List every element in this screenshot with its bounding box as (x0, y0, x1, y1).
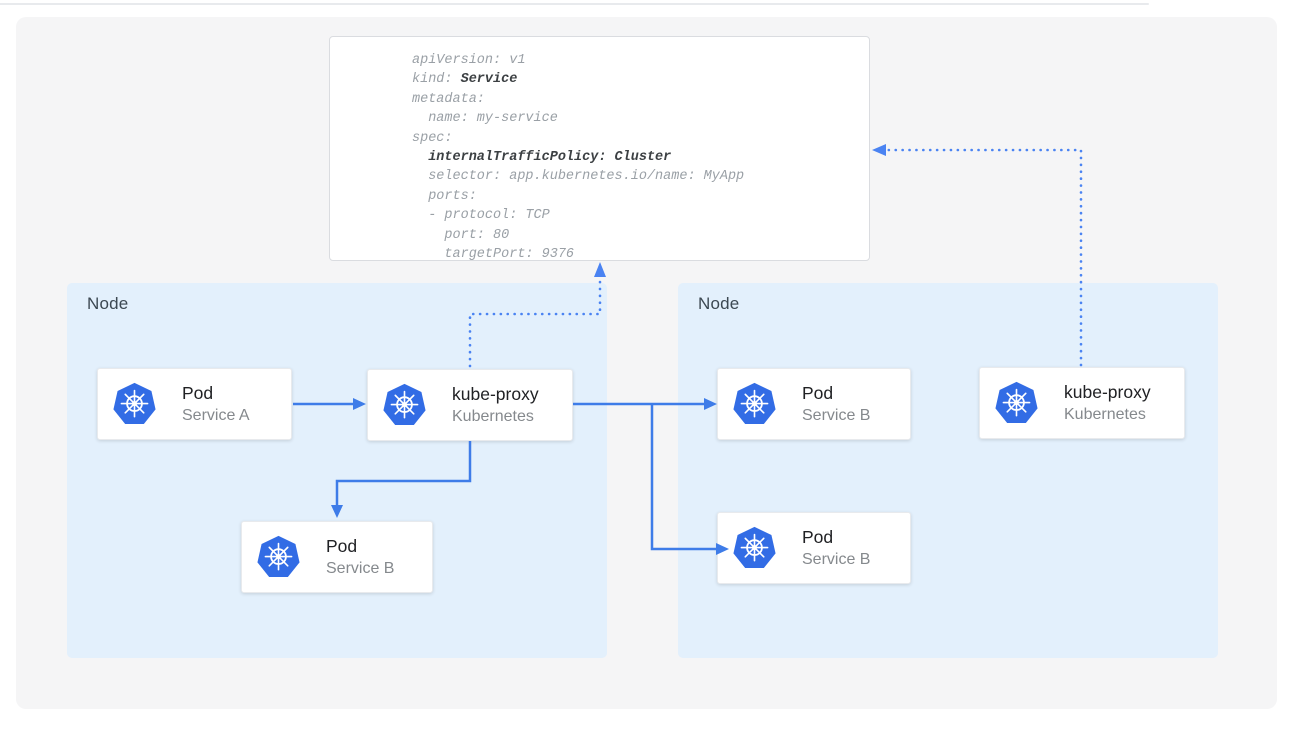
node-right-label: Node (698, 294, 740, 313)
kube-proxy-right-card: kube-proxy Kubernetes (979, 367, 1185, 439)
kubernetes-icon (732, 526, 777, 571)
entity-title: Pod (802, 527, 834, 547)
entity-title: Pod (802, 383, 834, 403)
pod-service-a-card: Pod Service A (97, 368, 292, 440)
entity-subtitle: Kubernetes (1064, 406, 1146, 423)
kube-proxy-left-card: kube-proxy Kubernetes (367, 369, 573, 441)
kubernetes-icon (732, 382, 777, 427)
kubernetes-icon (994, 381, 1039, 426)
yaml-line: targetPort: 9376 (412, 247, 575, 263)
yaml-code: apiVersion: v1 kind: Service metadata: nam… (412, 51, 744, 264)
pod-service-b-right-bottom-card: Pod Service B (717, 512, 911, 584)
yaml-line: kind: Service (412, 72, 518, 88)
yaml-line: internalTrafficPolicy: Cluster (428, 150, 672, 166)
node-right: Node (678, 283, 1218, 658)
pod-service-b-left-card: Pod Service B (241, 521, 433, 593)
yaml-line: metadata: (412, 91, 485, 107)
yaml-line: name: my-service (412, 111, 558, 127)
node-left-label: Node (87, 294, 129, 313)
entity-title: kube-proxy (1064, 382, 1151, 402)
yaml-line: ports: (412, 188, 477, 204)
kubernetes-icon (382, 383, 427, 428)
entity-title: Pod (326, 536, 358, 556)
entity-subtitle: Service B (802, 551, 871, 568)
entity-subtitle: Service B (326, 560, 395, 577)
entity-subtitle: Service A (182, 407, 250, 424)
yaml-line: selector: app.kubernetes.io/name: MyApp (412, 169, 745, 185)
entity-title: kube-proxy (452, 384, 539, 404)
yaml-line: spec: (412, 130, 453, 146)
entity-subtitle: Service B (802, 407, 871, 424)
service-yaml-card: apiVersion: v1 kind: Service metadata: nam… (329, 36, 870, 264)
yaml-line: apiVersion: v1 (412, 53, 526, 68)
yaml-line: - protocol: TCP (412, 208, 550, 224)
top-divider (0, 3, 1149, 5)
node-left: Node (67, 283, 607, 658)
yaml-line: port: 80 (412, 227, 510, 243)
kubernetes-icon (256, 535, 301, 580)
entity-subtitle: Kubernetes (452, 408, 534, 425)
entity-title: Pod (182, 383, 214, 403)
kubernetes-icon (112, 382, 157, 427)
pod-service-b-right-top-card: Pod Service B (717, 368, 911, 440)
